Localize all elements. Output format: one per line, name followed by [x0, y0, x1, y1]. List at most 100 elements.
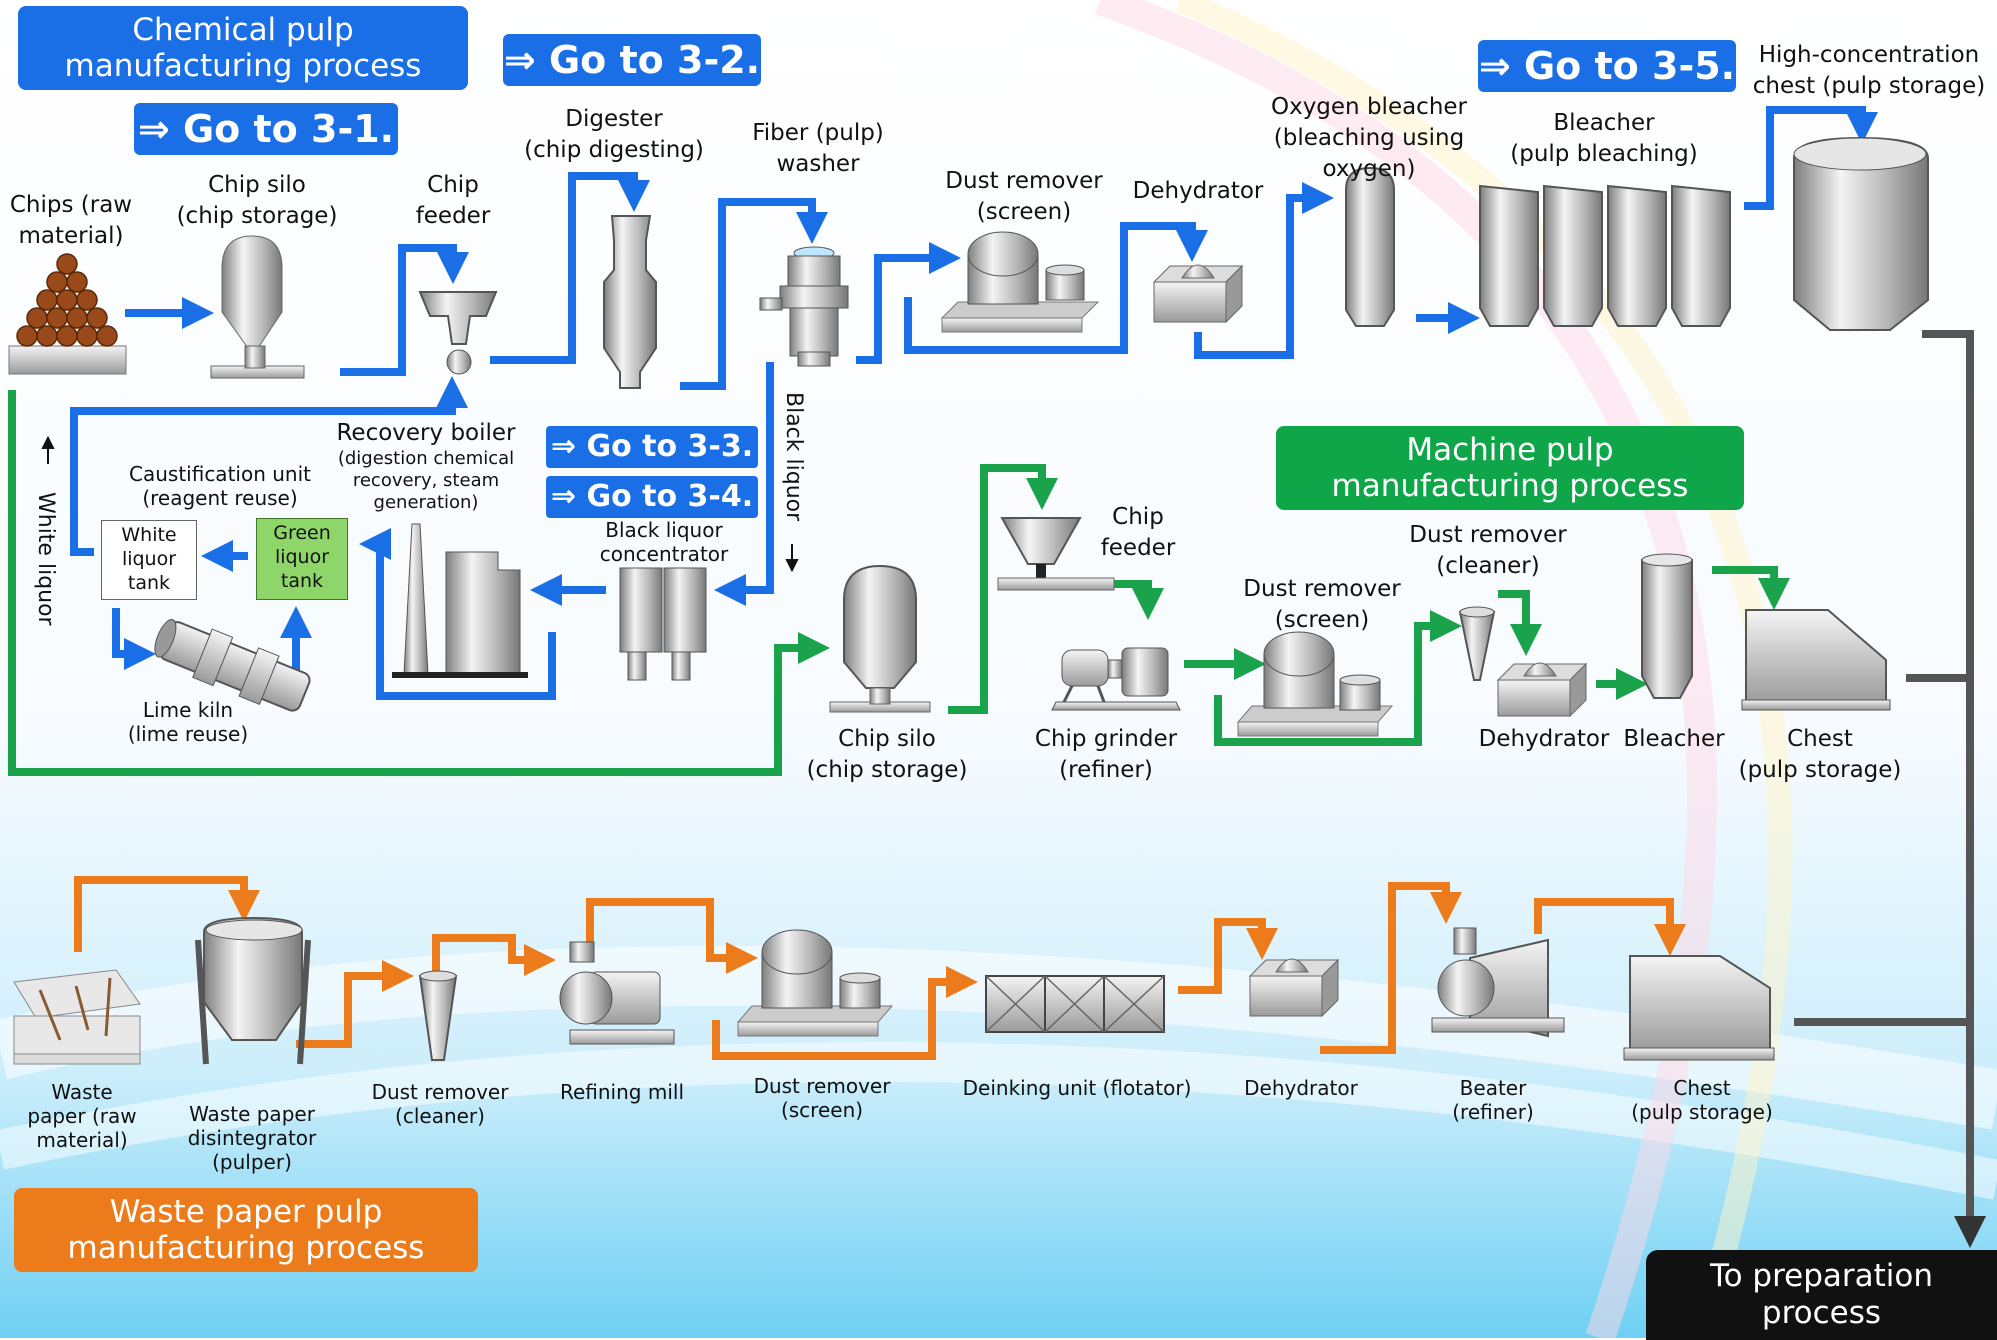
white-liquor-up-arrow — [41, 435, 55, 464]
machine-pulp-title: Machine pulp manufacturing process — [1276, 426, 1744, 510]
silo-icon-machine — [829, 564, 931, 713]
label-waste-dust-cleaner: Dust remover(cleaner) — [371, 1080, 509, 1128]
flow-cleaner-to-mill — [432, 934, 556, 978]
flow-black-liquor — [714, 362, 774, 606]
chest-box-icon — [1741, 609, 1891, 711]
digester-icon — [603, 215, 657, 389]
black-liquor-down-arrow — [785, 544, 799, 573]
flow-silo-to-machine-feeder — [948, 464, 1058, 714]
label-machine-chip-silo: Chip silo(chip storage) — [806, 726, 968, 783]
label-washer: Fiber (pulp)washer — [752, 120, 884, 177]
bleacher-tower-icon — [1479, 184, 1731, 327]
label-black-liquor: Black liquor — [781, 392, 806, 522]
goto-3-1-link[interactable]: ⇒ Go to 3-1. — [134, 103, 398, 155]
label-waste-chest: Chest(pulp storage) — [1631, 1076, 1773, 1124]
dehydrator-icon — [1152, 264, 1244, 324]
flow-pulper-to-cleaner — [296, 960, 414, 1048]
label-bleacher: Bleacher(pulp bleaching) — [1510, 110, 1698, 167]
flow-mill-to-screen — [586, 898, 758, 974]
screen-icon-machine — [1236, 631, 1394, 737]
flow-white-liquor-return — [70, 376, 468, 556]
flow-screen-to-deinking — [712, 966, 978, 1060]
goto-3-2-link[interactable]: ⇒ Go to 3-2. — [503, 34, 761, 86]
chip-feeder-icon — [418, 291, 498, 375]
dehydrator-icon-waste — [1248, 958, 1340, 1018]
flow-beater-to-chest — [1534, 898, 1686, 956]
flow-chem-to-prep — [1922, 330, 1986, 1248]
chest-tank-icon — [1793, 136, 1929, 331]
flow-washer-to-screen — [856, 242, 961, 364]
label-machine-bleacher: Bleacher — [1623, 726, 1725, 752]
flow-digester-to-washer — [680, 198, 828, 390]
label-machine-chest: Chest(pulp storage) — [1738, 726, 1902, 783]
flow-feeder-to-grinder — [1112, 580, 1164, 620]
flow-dehydrator-to-oxygen — [1194, 182, 1334, 359]
chips-pile-icon — [8, 253, 127, 375]
label-refining-mill: Refining mill — [559, 1080, 684, 1104]
washer-icon — [759, 246, 849, 367]
beater-icon — [1431, 927, 1565, 1038]
chest-box-icon-waste — [1623, 955, 1775, 1061]
bleacher-icon-machine — [1641, 553, 1693, 699]
refining-mill-icon — [559, 941, 675, 1045]
chip-feeder-icon-machine — [997, 517, 1115, 591]
label-lime-kiln: Lime kiln(lime reuse) — [127, 698, 249, 746]
label-waste-dehydrator: Dehydrator — [1244, 1076, 1358, 1100]
label-white-liquor: White liquor — [33, 492, 58, 626]
pulper-icon — [195, 916, 311, 1065]
label-chip-silo: Chip silo(chip storage) — [176, 172, 338, 229]
flow-white-tank-to-kiln — [112, 608, 156, 670]
oxygen-bleacher-icon — [1345, 166, 1395, 327]
label-dust-remover-screen: Dust remover(screen) — [945, 168, 1103, 225]
flow-deinking-to-dehydrator — [1178, 918, 1278, 994]
flow-boiler-to-green-tank — [359, 528, 556, 700]
flotator-icon — [985, 975, 1165, 1033]
label-digester: Digester(chip digesting) — [524, 106, 704, 163]
goto-3-3-link[interactable]: ⇒ Go to 3-3. — [546, 426, 758, 468]
waste-paper-pulp-title: Waste paper pulp manufacturing process — [14, 1188, 478, 1272]
flow-waste-to-pulper — [74, 876, 260, 952]
label-waste-dust-screen: Dust remover(screen) — [753, 1074, 891, 1122]
silo-icon — [210, 235, 305, 379]
label-machine-dust-cleaner: Dust remover(cleaner) — [1409, 522, 1567, 579]
chemical-pulp-title: Chemical pulp manufacturing process — [18, 6, 468, 90]
cleaner-cone-icon-waste — [418, 970, 458, 1061]
flow-bleacher-to-chest — [1744, 106, 1878, 210]
to-preparation-title: To preparation process — [1646, 1250, 1997, 1340]
cleaner-cone-icon — [1458, 606, 1496, 681]
recovery-boiler-icon — [392, 523, 528, 678]
label-machine-dust-screen: Dust remover(screen) — [1243, 576, 1401, 633]
flow-silo-to-feeder — [340, 244, 469, 376]
label-recovery-boiler: Recovery boiler — [336, 420, 516, 446]
chip-grinder-icon — [1051, 647, 1181, 711]
black-liquor-concentrator-icon — [619, 567, 707, 681]
label-dehydrator: Dehydrator — [1132, 178, 1264, 204]
flow-bleacher-to-machine-chest — [1712, 566, 1790, 610]
screen-icon — [940, 231, 1100, 333]
flow-feeder-to-digester — [490, 172, 650, 364]
lime-kiln-icon — [154, 618, 311, 712]
label-deinking-unit: Deinking unit (flotator) — [962, 1076, 1192, 1100]
screen-icon-waste — [736, 929, 894, 1037]
dehydrator-icon-machine — [1496, 662, 1588, 718]
label-caustification-unit: Caustification unit(reagent reuse) — [129, 462, 311, 510]
label-machine-dehydrator: Dehydrator — [1478, 726, 1610, 752]
label-beater: Beater(refiner) — [1452, 1076, 1534, 1124]
flow-screen-to-cleaner — [1214, 610, 1462, 746]
goto-3-5-link[interactable]: ⇒ Go to 3-5. — [1478, 40, 1736, 92]
goto-3-4-link[interactable]: ⇒ Go to 3-4. — [546, 476, 758, 518]
waste-paper-bundle-icon — [13, 969, 141, 1065]
flow-dehydrator-to-beater — [1320, 882, 1462, 1054]
label-chip-grinder: Chip grinder(refiner) — [1034, 726, 1178, 783]
